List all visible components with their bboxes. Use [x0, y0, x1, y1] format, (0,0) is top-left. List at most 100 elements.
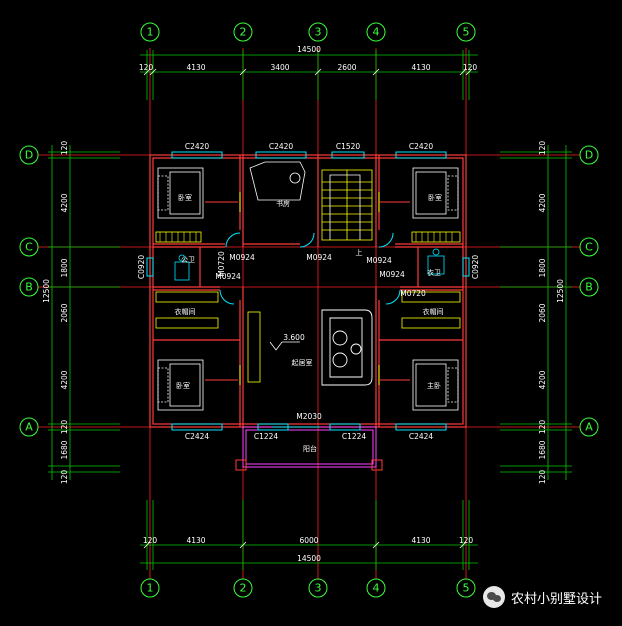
dimension-lines [48, 50, 572, 570]
room-label-closet-w: 衣帽间 [175, 307, 196, 316]
left-dims: 12500 120 4200 1800 2060 4200 120 1680 1… [42, 141, 69, 485]
window-label-right: C0920 [471, 255, 480, 280]
right-dim-1: 120 [538, 141, 547, 156]
svg-text:5: 5 [463, 582, 470, 595]
door-label-3: M0924 [366, 256, 392, 265]
room-label-bedroom-nw: 卧室 [178, 193, 192, 202]
left-dim-3: 1800 [60, 258, 69, 277]
svg-text:D: D [585, 149, 593, 162]
door-label-2: M0924 [306, 253, 332, 262]
right-dim-8: 120 [538, 470, 547, 485]
bed-sw [157, 359, 204, 411]
wechat-logo-icon [482, 586, 505, 608]
windows [146, 151, 470, 431]
axis-bubble-1: 1 1 [140, 22, 160, 598]
axis-bubble-3: 3 3 [308, 22, 328, 598]
left-dim-2: 4200 [60, 193, 69, 212]
level-text: 3.600 [283, 333, 305, 342]
top-dim-1: 120 [139, 63, 154, 72]
wardrobes [155, 231, 461, 383]
left-dim-6: 120 [60, 420, 69, 435]
level-marker: 3.600 [269, 333, 305, 351]
left-dim-1: 120 [60, 141, 69, 156]
bed-nw [157, 167, 204, 219]
window-label-bot-1: C2424 [185, 432, 210, 441]
svg-text:C: C [585, 241, 593, 254]
room-label-study: 书房 [276, 199, 290, 208]
left-dim-4: 2060 [60, 303, 69, 322]
svg-text:D: D [25, 149, 33, 162]
door-label-8: M2030 [296, 412, 322, 421]
top-total-dim: 14500 [297, 45, 321, 54]
left-dim-8: 120 [60, 470, 69, 485]
bed-ne [412, 167, 459, 219]
window-label-bot-4: C2424 [409, 432, 434, 441]
door-label-6: M0720 [217, 251, 226, 277]
svg-text:5: 5 [463, 26, 470, 39]
axis-grid-lines [38, 48, 580, 584]
room-label-family: 起居室 [292, 358, 313, 367]
room-label-bedroom-sw: 卧室 [176, 381, 190, 390]
room-label-bedroom-ne: 卧室 [428, 193, 442, 202]
right-dim-6: 120 [538, 420, 547, 435]
right-dim-3: 1800 [538, 258, 547, 277]
svg-text:3: 3 [315, 582, 322, 595]
svg-text:B: B [25, 281, 33, 294]
svg-text:2: 2 [240, 582, 247, 595]
bottom-dim-3: 6000 [299, 536, 318, 545]
wardrobe-hatching [159, 232, 453, 242]
watermark-text: 农村小别墅设计 [510, 591, 602, 607]
top-dim-6: 120 [463, 63, 478, 72]
window-label-top-3: C1520 [336, 142, 361, 151]
room-label-bath-w: 公卫 [181, 256, 195, 264]
dimension-ticks [143, 68, 473, 549]
sofa-set [321, 309, 373, 386]
axis-bubble-B: B B [19, 277, 599, 297]
window-label-top-4: C2420 [409, 142, 434, 151]
study-desk [249, 161, 306, 201]
right-dim-4: 2060 [538, 303, 547, 322]
room-label-bath-e: 衣卫 [427, 268, 441, 277]
axis-bubble-C: C C [19, 237, 599, 257]
right-dim-2: 4200 [538, 193, 547, 212]
room-label-stair-up: 上 [356, 248, 363, 257]
doors [219, 192, 401, 428]
svg-text:4: 4 [373, 26, 380, 39]
window-label-top-2: C2420 [269, 142, 294, 151]
door-label-4: M0924 [215, 272, 241, 281]
right-dim-5: 4200 [538, 370, 547, 389]
axis-bubble-4: 4 4 [366, 22, 386, 598]
top-dim-4: 2600 [337, 63, 356, 72]
door-label-5: M0924 [379, 270, 405, 279]
bed-se [412, 359, 459, 411]
top-dim-2: 4130 [186, 63, 205, 72]
top-dim-5: 4130 [411, 63, 430, 72]
room-label-closet-e: 衣帽间 [423, 307, 444, 316]
svg-text:B: B [585, 281, 593, 294]
bottom-dim-1: 120 [143, 536, 158, 545]
bathroom-fixtures [174, 248, 445, 281]
bottom-total-dim: 14500 [297, 554, 321, 563]
svg-text:1: 1 [147, 26, 154, 39]
balcony-column-right [371, 459, 383, 471]
axis-bubble-A: A A [19, 417, 599, 437]
bed-arrows [205, 201, 410, 381]
axis-bubble-5: 5 5 [456, 22, 476, 598]
watermark: 农村小别墅设计 [482, 586, 602, 608]
svg-text:C: C [25, 241, 33, 254]
right-total-dim: 12500 [556, 279, 565, 303]
axis-bubble-D: D D [19, 145, 599, 165]
axis-bubble-2: 2 2 [233, 22, 253, 598]
svg-text:3: 3 [315, 26, 322, 39]
stair [321, 169, 373, 241]
svg-text:4: 4 [373, 582, 380, 595]
svg-text:2: 2 [240, 26, 247, 39]
room-label-balcony: 阳台 [303, 444, 317, 453]
left-total-dim: 12500 [42, 279, 51, 303]
svg-text:A: A [585, 421, 593, 434]
window-label-left: C0920 [137, 255, 146, 280]
bottom-dim-5: 120 [459, 536, 474, 545]
left-dim-5: 4200 [60, 370, 69, 389]
balcony-column-left [235, 459, 247, 471]
